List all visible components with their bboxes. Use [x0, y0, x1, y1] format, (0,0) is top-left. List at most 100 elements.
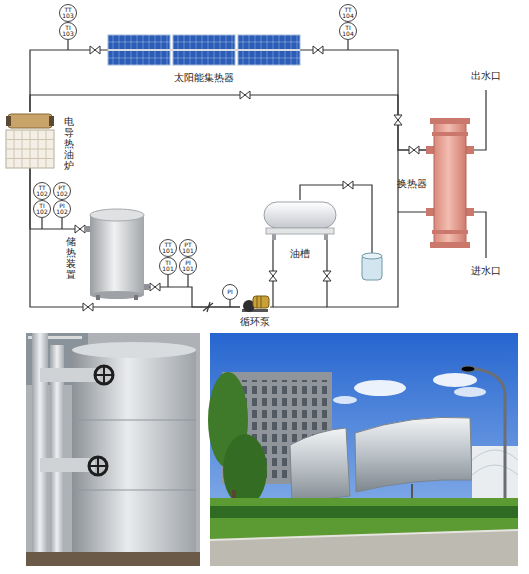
valves-part	[240, 91, 250, 99]
valves-part	[90, 46, 100, 54]
pipes-part	[61, 218, 62, 229]
photo-storage-tank-part	[40, 368, 100, 382]
pipe-label: 进水口	[471, 265, 501, 277]
valves	[75, 46, 419, 311]
storage-art-part	[90, 209, 144, 221]
oiltank-art-part	[264, 202, 336, 228]
collector-art	[108, 34, 300, 66]
instrument-tag: 102	[36, 191, 47, 197]
instrument-bubble: TI102	[33, 200, 51, 218]
storage-art	[88, 207, 146, 300]
equipment: 太阳能集热器	[108, 34, 300, 66]
photo-solar-field-part	[210, 530, 518, 540]
furnace-art-part	[49, 116, 54, 126]
exchanger-art-part	[432, 132, 468, 136]
photo-solar-field-part	[472, 450, 518, 460]
label-wrap: 油槽	[290, 248, 310, 260]
collector-art-part	[238, 58, 300, 59]
instrument-tag: 102	[36, 209, 47, 215]
pipe-connector	[300, 50, 430, 150]
instrument-bubble: TT103	[59, 4, 77, 22]
pipes-part	[470, 212, 486, 258]
photo-storage-tank-part	[32, 333, 48, 566]
pump-art-part	[261, 296, 262, 308]
pipes-part	[167, 275, 168, 287]
exchanger-art-part	[430, 242, 470, 248]
valves-part	[409, 146, 419, 154]
pipe-label: 出水口	[471, 70, 501, 82]
instrument-tag: 101	[182, 248, 193, 254]
valves-part	[269, 271, 277, 281]
pipes-part	[470, 90, 486, 150]
label-wrap: 电导热油炉	[64, 116, 74, 171]
exchanger-art-part	[434, 122, 466, 244]
collector-art-part	[238, 42, 300, 43]
storage-art-part	[90, 291, 144, 299]
instrument-bubble: TT104	[339, 4, 357, 22]
equipment: 换热器	[430, 118, 470, 248]
photo-storage-tank-part	[26, 333, 200, 566]
equipment-label: 电导热油炉	[64, 116, 74, 171]
exchanger-art-part	[466, 146, 474, 154]
valves-part	[343, 181, 353, 189]
valves-part	[83, 303, 93, 311]
valves-part	[394, 115, 402, 125]
equipment-label: 太阳能集热器	[174, 72, 234, 84]
equipment: 电导热油炉	[4, 112, 56, 168]
equipment-label: 换热器	[397, 178, 427, 190]
collector-art-part	[108, 49, 300, 51]
instrument-tag: 103	[62, 31, 73, 37]
instrument-tag: 102	[56, 191, 67, 197]
pipes-part	[347, 40, 348, 50]
storage-art-part	[90, 215, 144, 295]
instrument-tag: 101	[162, 248, 173, 254]
storage-art-part	[96, 295, 100, 300]
pipes-part	[187, 275, 188, 287]
valves-part	[313, 46, 323, 54]
pipes-part	[273, 306, 327, 307]
instrument-bubble: TT102	[33, 182, 51, 200]
furnace-art-part	[46, 130, 47, 168]
pipe-connector	[327, 212, 430, 307]
photo-solar-field-part	[472, 446, 518, 502]
valves-part	[150, 283, 160, 291]
storage-art-part	[134, 295, 138, 300]
exchanger-art	[430, 118, 470, 248]
pipe-connector	[30, 50, 108, 112]
label-wrap: 进水口	[471, 265, 501, 277]
collector-art-part	[173, 58, 235, 59]
photo-solar-field-part	[454, 387, 486, 397]
pipes	[42, 40, 486, 307]
photo-solar-field-part	[333, 396, 357, 404]
pipe-connector	[30, 168, 88, 229]
photo-solar-field-part	[472, 465, 518, 475]
instrument-tag: 102	[56, 209, 67, 215]
instrument-bubble: TI103	[59, 22, 77, 40]
equipment: 储热装置	[88, 207, 146, 300]
equipment-label: 储热装置	[66, 236, 76, 280]
pipes-part	[229, 300, 230, 307]
pump-art	[240, 290, 270, 312]
equipment-label: 循环泵	[240, 316, 270, 328]
label-wrap: 储热装置	[66, 236, 76, 280]
instrument-tag: 101	[182, 266, 193, 272]
furnace-art	[4, 112, 56, 168]
photo-solar-field-part	[210, 530, 518, 566]
photo-storage-tank-part	[72, 490, 196, 491]
photo-solar-field	[208, 333, 518, 566]
oiltank-art-part	[266, 228, 334, 234]
check-valve-part	[203, 303, 213, 311]
furnace-art-part	[22, 130, 23, 168]
photo-solar-field-part	[461, 366, 475, 372]
instrument-tag: 104	[342, 13, 353, 19]
instrument-bubble: PT101	[179, 239, 197, 257]
instrument-bubble: TT101	[159, 239, 177, 257]
label-wrap: 循环泵	[240, 316, 270, 328]
valves-part	[75, 225, 85, 233]
photo-storage-tank	[26, 333, 200, 566]
label-wrap: 出水口	[471, 70, 501, 82]
label-wrap: 换热器	[397, 178, 427, 190]
equipment: 循环泵	[240, 290, 270, 312]
instrument-bubble: PI102	[53, 200, 71, 218]
photo-solar-field-part	[433, 373, 477, 387]
